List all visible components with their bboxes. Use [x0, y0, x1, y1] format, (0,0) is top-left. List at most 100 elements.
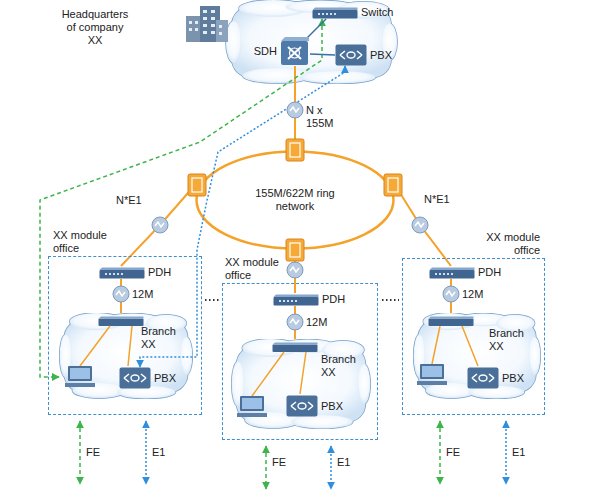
interface-label-box: E1: [512, 446, 525, 459]
cloud-shape: [291, 415, 353, 429]
branch-name: Branch XX: [489, 327, 524, 352]
pdh-icon: [435, 273, 453, 275]
sdh-icon: [280, 36, 310, 66]
sdh-icon: [290, 48, 300, 58]
pbx-icon: [124, 374, 146, 382]
cloud-shape: [180, 337, 192, 375]
link-label-box: 12M: [462, 288, 483, 301]
link-label-box: N x 155M: [306, 104, 334, 130]
computer-icon: [420, 364, 444, 379]
radio-link-icon: [155, 222, 164, 227]
link-label-box: N*E1: [424, 193, 450, 206]
pbx-icon: [467, 367, 499, 389]
pdh-icon: [100, 267, 145, 270]
link-rate: 12M: [306, 316, 327, 328]
heading-box: Branch XX: [141, 325, 187, 351]
adm-node: [188, 139, 402, 261]
branch-switch-icon: [429, 317, 474, 319]
computer-icon: [65, 366, 95, 387]
device-label: PBX: [370, 49, 392, 62]
radio-link-icon: [412, 217, 428, 233]
computer-icon: [242, 398, 262, 409]
computer-icon: [70, 368, 90, 379]
cloud-shape: [64, 320, 187, 392]
cloud-shape: [237, 346, 366, 422]
interface-label: FE: [446, 446, 460, 458]
computer-icon: [237, 396, 267, 417]
pdh-icon: [430, 267, 475, 270]
service-arrow: [80, 421, 506, 489]
device-label: PBX: [502, 372, 524, 385]
device-label: PDH: [322, 293, 345, 306]
adm-node: [290, 243, 300, 257]
cloud-shape: [529, 337, 541, 375]
radio-link-icon: [152, 217, 168, 233]
site-heading: XX module office: [486, 231, 540, 256]
cloud-shape: [180, 337, 192, 375]
link-rate: N*E1: [424, 193, 450, 205]
branch-switch-icon: [273, 343, 318, 353]
device-label: PDH: [478, 266, 501, 279]
pdh-icon: [279, 300, 297, 302]
network-device: PBX: [119, 367, 176, 389]
interface-label-box: E1: [337, 456, 350, 469]
link-rate: N x 155M: [306, 104, 334, 129]
network-device: PBX: [286, 395, 343, 417]
switch-icon: [313, 10, 358, 19]
heading-box: XX module office: [225, 256, 287, 282]
cloud-shape: [418, 320, 536, 392]
branch-network: Branch XX PBX: [413, 313, 541, 399]
building-icon: [186, 6, 228, 42]
switch-icon: [313, 7, 358, 10]
radio-link-icon: [443, 286, 459, 302]
service-arrow: [145, 421, 147, 484]
radio-link-icon: [412, 217, 428, 233]
cloud-shape: [299, 71, 375, 84]
cloud-shape: [414, 335, 426, 378]
radio-link-icon: [287, 262, 303, 278]
heading-box: XX module office: [53, 229, 115, 255]
cloud-shape: [64, 320, 187, 392]
device-label: PBX: [321, 400, 343, 413]
cloud-shape: [60, 335, 72, 378]
radio-link-icon: [290, 319, 299, 324]
branch-network: Branch XX PBX: [231, 339, 371, 429]
module-office: XX module officePDHBranch XXPBX: [222, 283, 378, 440]
switch-icon: [318, 13, 336, 15]
site-heading: XX module office: [53, 229, 107, 254]
cloud-shape: [299, 71, 375, 84]
link-label-box: 12M: [132, 288, 153, 301]
adm-node: [192, 178, 202, 192]
branch-switch-icon: [273, 343, 318, 345]
service-arrow: [79, 421, 81, 484]
network-device: Switch: [312, 6, 393, 19]
radio-link-icon: [287, 262, 303, 278]
radio-link-icon: [287, 102, 303, 118]
heading-box: XX module office: [478, 231, 540, 257]
pbx-icon: [340, 51, 362, 59]
cloud-shape: [358, 364, 371, 404]
pdh-icon: [429, 267, 475, 279]
network-device: PBX: [467, 367, 524, 389]
interface-label: E1: [152, 446, 165, 458]
pbx-icon: [286, 395, 318, 417]
branch-network: Branch XX PBX: [59, 313, 193, 399]
ellipsis-dots: [205, 299, 219, 301]
network-device: PBX: [335, 44, 392, 66]
building-icon: [186, 16, 202, 42]
pbx-icon: [479, 375, 487, 381]
cloud-shape: [237, 346, 366, 422]
computer-icon: [417, 364, 447, 385]
heading-box: Branch XX: [489, 327, 535, 353]
heading-box: Headquarters of company XX: [60, 8, 130, 47]
computer-icon: [417, 381, 447, 385]
computer-icon: [422, 366, 442, 377]
heading-box: 155M/622M ring network: [247, 187, 343, 213]
pbx-icon: [472, 374, 494, 382]
pbx-icon: [287, 396, 318, 417]
cloud-shape: [529, 337, 541, 375]
device-label: SDH: [254, 45, 277, 58]
adm-node: [286, 239, 304, 261]
heading-box: Branch XX: [321, 353, 367, 379]
radio-link-icon: [152, 217, 168, 233]
